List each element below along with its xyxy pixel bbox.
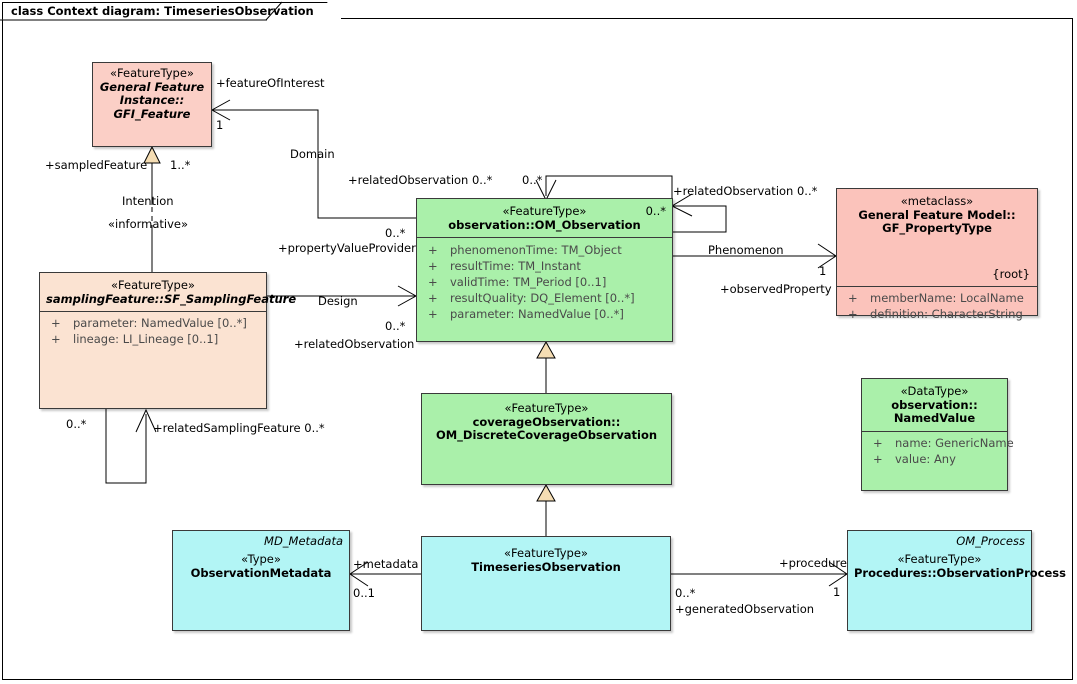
label-relatedobservation-right: +relatedObservation 0..* [673,184,818,198]
class-gfpt-stereotype: «metaclass» [900,194,974,208]
class-om-divider [417,237,672,239]
class-dco-stereotype: «FeatureType» [504,401,589,415]
label-design: Design [318,294,358,308]
class-gfpt-name-1: General Feature Model:: [858,207,1016,222]
label-propertyvalueprovider: +propertyValueProvider [278,241,416,255]
class-om-attr-2: +validTime: TM_Period [0..1] [428,274,607,289]
label-metadata: +metadata [353,557,419,571]
class-observationprocess[interactable]: OM_Process «FeatureType» Procedures::Obs… [847,530,1066,631]
class-nv-name-1: observation:: [891,397,978,412]
class-nv-attr-0: +name: GenericName [873,435,1014,450]
class-om-observation[interactable]: «FeatureType» observation::OM_Observatio… [416,198,673,342]
class-gfpt-attr-1: +definition: CharacterString [848,306,1023,321]
class-gfi-feature-name-2: Instance:: [119,93,185,108]
class-om-attr-3: +resultQuality: DQ_Element [0..*] [428,290,635,305]
class-om-attr-1: +resultTime: TM_Instant [428,258,581,273]
label-relatedsamplingfeature-mult: 0..* [66,417,87,431]
label-phenomenon: Phenomenon [708,243,784,257]
class-om-attr-0: +phenomenonTime: TM_Object [428,243,622,258]
label-relatedsamplingfeature: +relatedSamplingFeature 0..* [153,421,325,435]
label-observedproperty: +observedProperty [720,282,832,296]
class-namedvalue[interactable]: «DataType» observation:: NamedValue +nam… [861,378,1014,491]
class-om-name: observation::OM_Observation [448,217,641,232]
label-informative: «informative» [108,217,189,231]
class-om-stereotype: «FeatureType» [502,204,587,218]
class-timeseriesobservation[interactable]: «FeatureType» TimeseriesObservation [421,536,671,631]
class-observationmetadata[interactable]: MD_Metadata «Type» ObservationMetadata [172,530,350,631]
label-featureofinterest-mult: 1 [216,118,224,132]
class-tso-name: TimeseriesObservation [471,559,621,574]
label-intention: Intention [122,194,174,208]
class-tso-stereotype: «FeatureType» [504,546,588,560]
class-gfpt-name-2: GF_PropertyType [882,221,992,236]
class-sf-attr-1: +lineage: LI_Lineage [0..1] [51,331,219,346]
class-om-corner-multiplicity: 0..* [645,204,666,218]
class-obsmeta-name: ObservationMetadata [190,565,332,580]
class-obsmeta-corner-type: MD_Metadata [264,534,343,548]
class-gf-propertytype[interactable]: «metaclass» General Feature Model:: GF_P… [836,188,1038,321]
class-gfi-feature-stereotype: «FeatureType» [110,66,194,80]
class-obsmeta-stereotype: «Type» [241,552,281,566]
class-gfpt-attr-0: +memberName: LocalName [848,291,1024,305]
label-self-top-mult: 0..* [522,173,543,187]
class-gfi-feature-name-3: GFI_Feature [113,106,191,121]
class-sf-attr-0: +parameter: NamedValue [0..*] [51,316,247,331]
label-featureofinterest: +featureOfInterest [216,76,325,90]
class-nv-name-2: NamedValue [893,411,976,426]
label-observedproperty-mult: 1 [819,264,827,278]
class-nv-stereotype: «DataType» [900,384,969,398]
class-sf-stereotype: «FeatureType» [111,278,195,292]
class-om-discretecoverageobservation[interactable]: «FeatureType» coverageObservation:: OM_D… [421,393,672,485]
class-gfi-feature-name-1: General Feature [99,79,205,94]
class-obsproc-stereotype: «FeatureType» [897,552,982,566]
label-procedure-mult: 1 [833,585,841,599]
diagram-title-tab: class Context diagram: TimeseriesObserva… [2,2,341,22]
class-dco-name-2: OM_DiscreteCoverageObservation [435,428,658,443]
label-sampledfeature: +sampledFeature [45,158,148,172]
class-obsproc-name: Procedures::ObservationProcess [854,565,1066,580]
label-relatedobservation-left: +relatedObservation 0..* [348,173,493,187]
class-sf-name: samplingFeature::SF_SamplingFeature [46,291,297,306]
class-dco-name-1: coverageObservation:: [472,414,621,429]
class-nv-attr-1: +value: Any [873,451,956,466]
class-sf-samplingfeature[interactable]: «FeatureType» samplingFeature::SF_Sampli… [39,272,297,409]
class-gfi-feature[interactable]: «FeatureType» General Feature Instance::… [92,62,212,147]
label-design-mult: 0..* [385,319,406,333]
label-relatedobservation-design: +relatedObservation [294,337,415,351]
class-gfpt-root-tag: {root} [992,267,1030,282]
label-propertyvalueprovider-mult: 0..* [385,226,406,240]
class-gfpt-divider [837,286,1037,287]
label-domain: Domain [290,147,335,161]
class-om-attr-4: +parameter: NamedValue [0..*] [428,306,624,321]
diagram-frame [2,18,1073,680]
label-generatedobservation-mult: 0..* [675,586,696,600]
class-sf-divider [40,311,266,313]
label-generatedobservation: +generatedObservation [675,602,815,616]
label-metadata-mult: 0..1 [353,586,375,600]
class-obsproc-corner-type: OM_Process [956,534,1025,548]
class-nv-divider [862,430,1007,432]
label-procedure: +procedure [779,556,847,570]
label-sampledfeature-mult: 1..* [170,158,191,172]
